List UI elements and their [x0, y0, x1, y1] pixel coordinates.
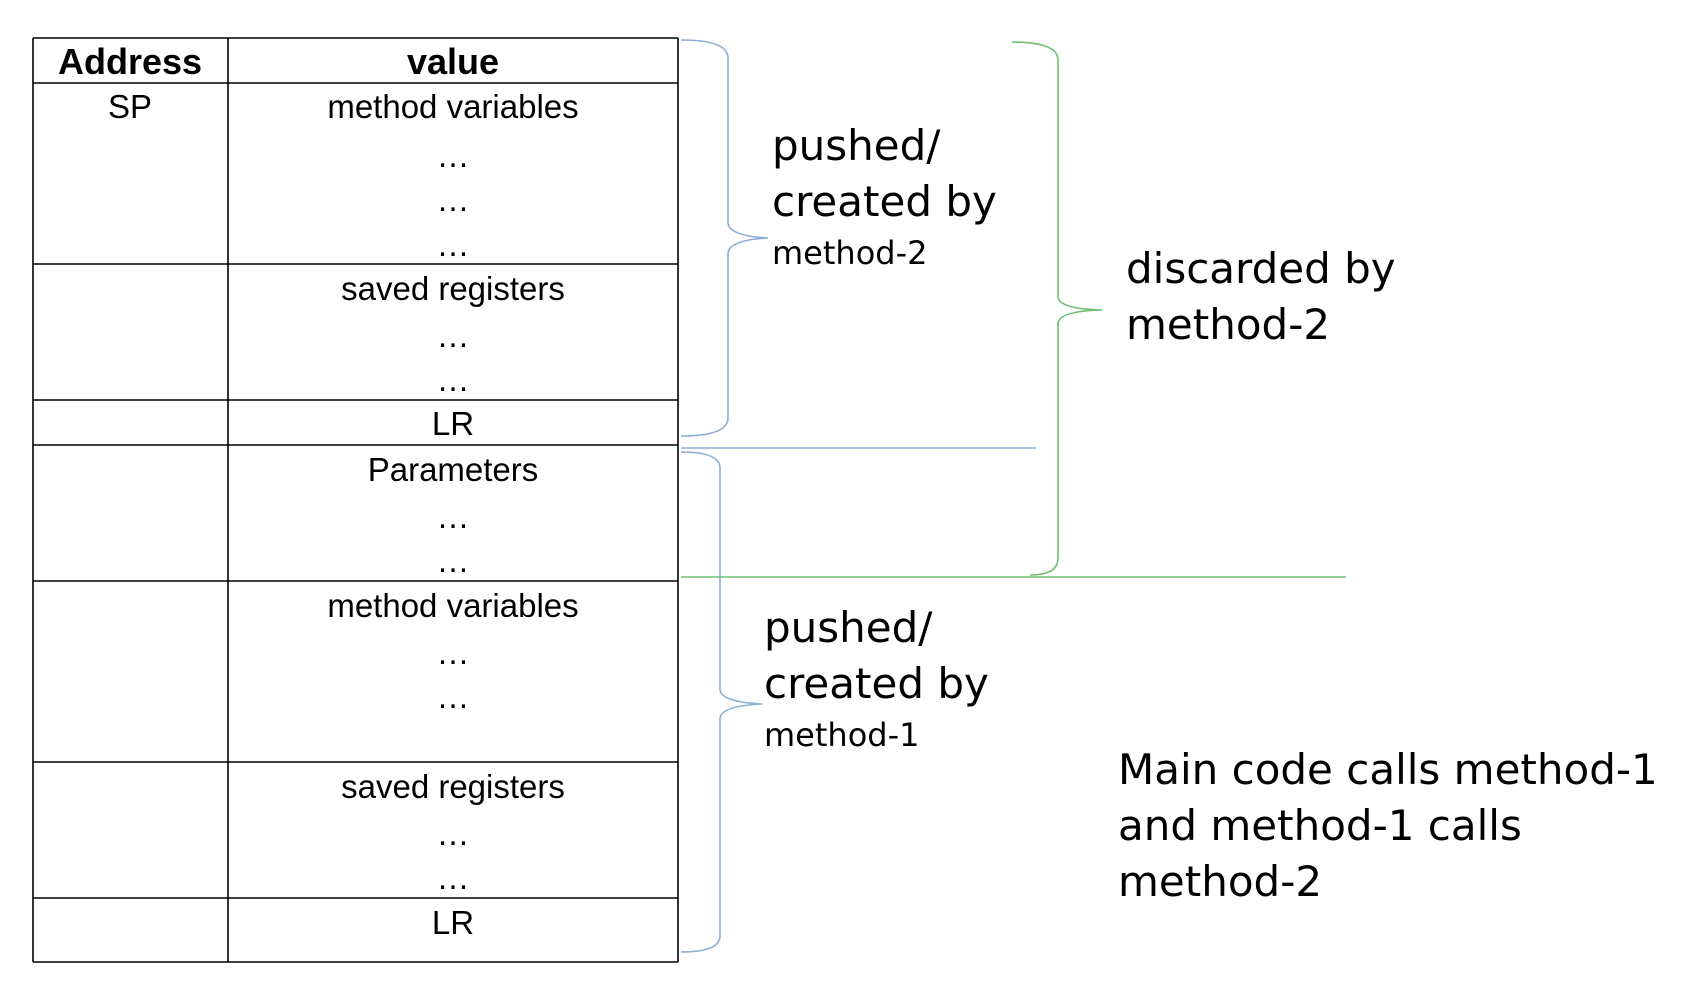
method-2-push-label: pushed/ created by method-2 — [772, 121, 997, 272]
row-value-line: … — [437, 498, 470, 535]
annotation-line: method-2 — [772, 234, 927, 272]
row-value-line: … — [437, 634, 470, 671]
row-address: SP — [108, 88, 152, 125]
annotation-line: discarded by — [1126, 244, 1396, 293]
method-2-discard-brace — [1011, 41, 1103, 576]
note-line: and method-1 calls — [1118, 801, 1522, 850]
method-2-discard-label: discarded by method-2 — [1126, 244, 1396, 349]
row-value-line: LR — [432, 904, 474, 941]
row-value-line: … — [437, 137, 470, 174]
method-1-push-label: pushed/ created by method-1 — [764, 603, 989, 754]
row-value-line: … — [437, 542, 470, 579]
annotation-line: pushed/ — [764, 603, 933, 652]
row-value-line: LR — [432, 405, 474, 442]
row-value-line: method variables — [327, 88, 578, 125]
table-row: LR — [432, 405, 474, 442]
annotation-line: method-1 — [764, 716, 919, 754]
note-line: Main code calls method-1 — [1118, 745, 1658, 794]
annotation-line: created by — [764, 659, 989, 708]
row-value-line: … — [437, 181, 470, 218]
annotation-line: pushed/ — [772, 121, 941, 170]
row-value-line: method variables — [327, 587, 578, 624]
row-value-line: … — [437, 317, 470, 354]
row-value-line: saved registers — [341, 768, 565, 805]
table-row: saved registers … … — [341, 768, 565, 896]
row-value-line: … — [437, 361, 470, 398]
row-value-line: … — [437, 859, 470, 896]
annotation-line: method-2 — [1126, 300, 1330, 349]
table-row: method variables … … — [327, 587, 578, 715]
method-1-push-brace — [680, 451, 763, 953]
method-2-push-brace — [680, 39, 769, 437]
note-line: method-2 — [1118, 857, 1322, 906]
row-value-line: saved registers — [341, 270, 565, 307]
row-value-line: … — [437, 815, 470, 852]
row-value-line: … — [437, 226, 470, 263]
table-row: Parameters … … — [368, 451, 539, 579]
row-value-line: Parameters — [368, 451, 539, 488]
stack-table — [32, 37, 679, 963]
header-address: Address — [58, 41, 202, 82]
row-value-line: … — [437, 678, 470, 715]
table-row: LR — [432, 904, 474, 941]
table-row: SP method variables … … … — [108, 88, 579, 263]
header-value: value — [407, 41, 499, 82]
table-row: saved registers … … — [341, 270, 565, 398]
annotation-line: created by — [772, 177, 997, 226]
call-chain-note: Main code calls method-1 and method-1 ca… — [1118, 745, 1658, 906]
